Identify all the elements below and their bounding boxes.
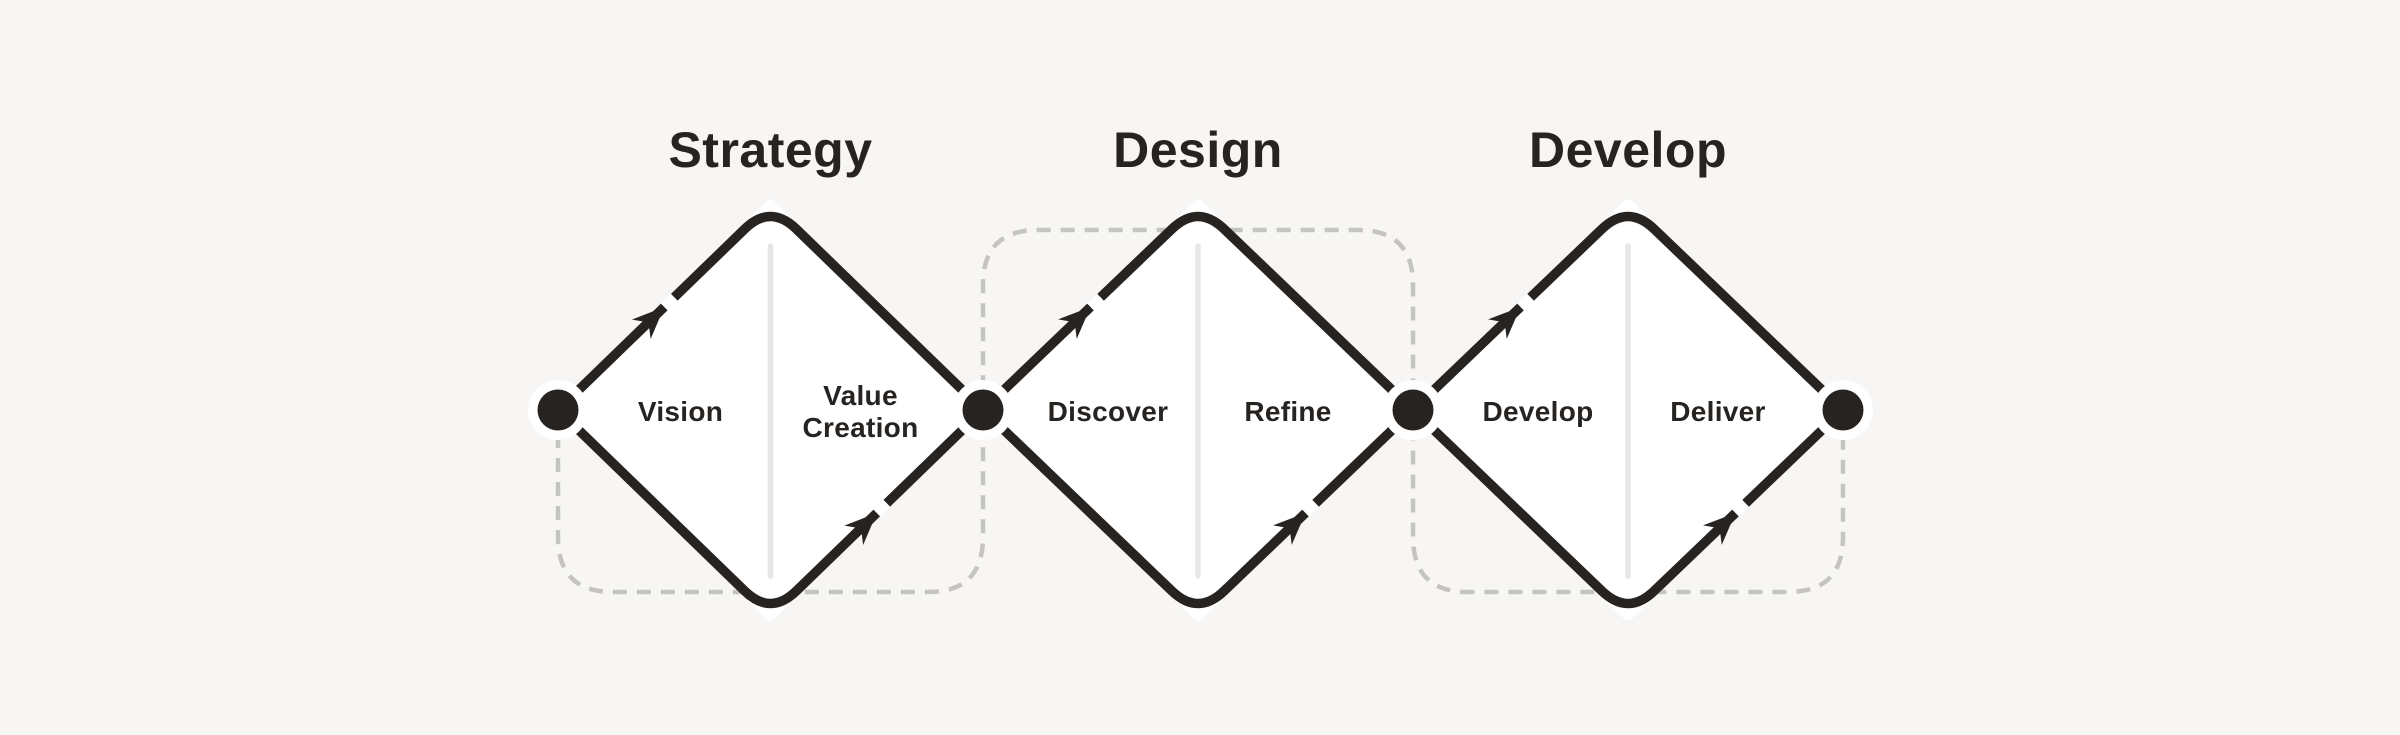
edge-arrowhead [1273,513,1306,545]
junction-node-4 [1822,389,1864,431]
stage-label-refine: Refine [1244,396,1331,427]
edge-arrowhead [1703,513,1736,545]
feedback-loop-dashed-path [555,227,1846,595]
diamond-outline [1409,211,1847,609]
phase-title-strategy: Strategy [668,122,872,178]
diamond-outline [554,211,987,609]
junction-node-3 [1392,389,1434,431]
junction-node-2 [962,389,1004,431]
phase-title-develop: Develop [1529,122,1727,178]
stage-label-deliver: Deliver [1670,396,1766,427]
stage-label-develop: Develop [1482,396,1593,427]
edge-arrowhead [844,513,877,545]
phase-title-design: Design [1113,122,1283,178]
stage-label-vision: Vision [638,396,723,427]
edge-arrowhead [1488,307,1521,339]
edge-arrowhead [631,307,665,339]
edge-arrowhead [1058,307,1091,339]
stage-label-discover: Discover [1048,396,1169,427]
junction-node-1 [537,389,579,431]
diamond-outline [979,211,1417,609]
